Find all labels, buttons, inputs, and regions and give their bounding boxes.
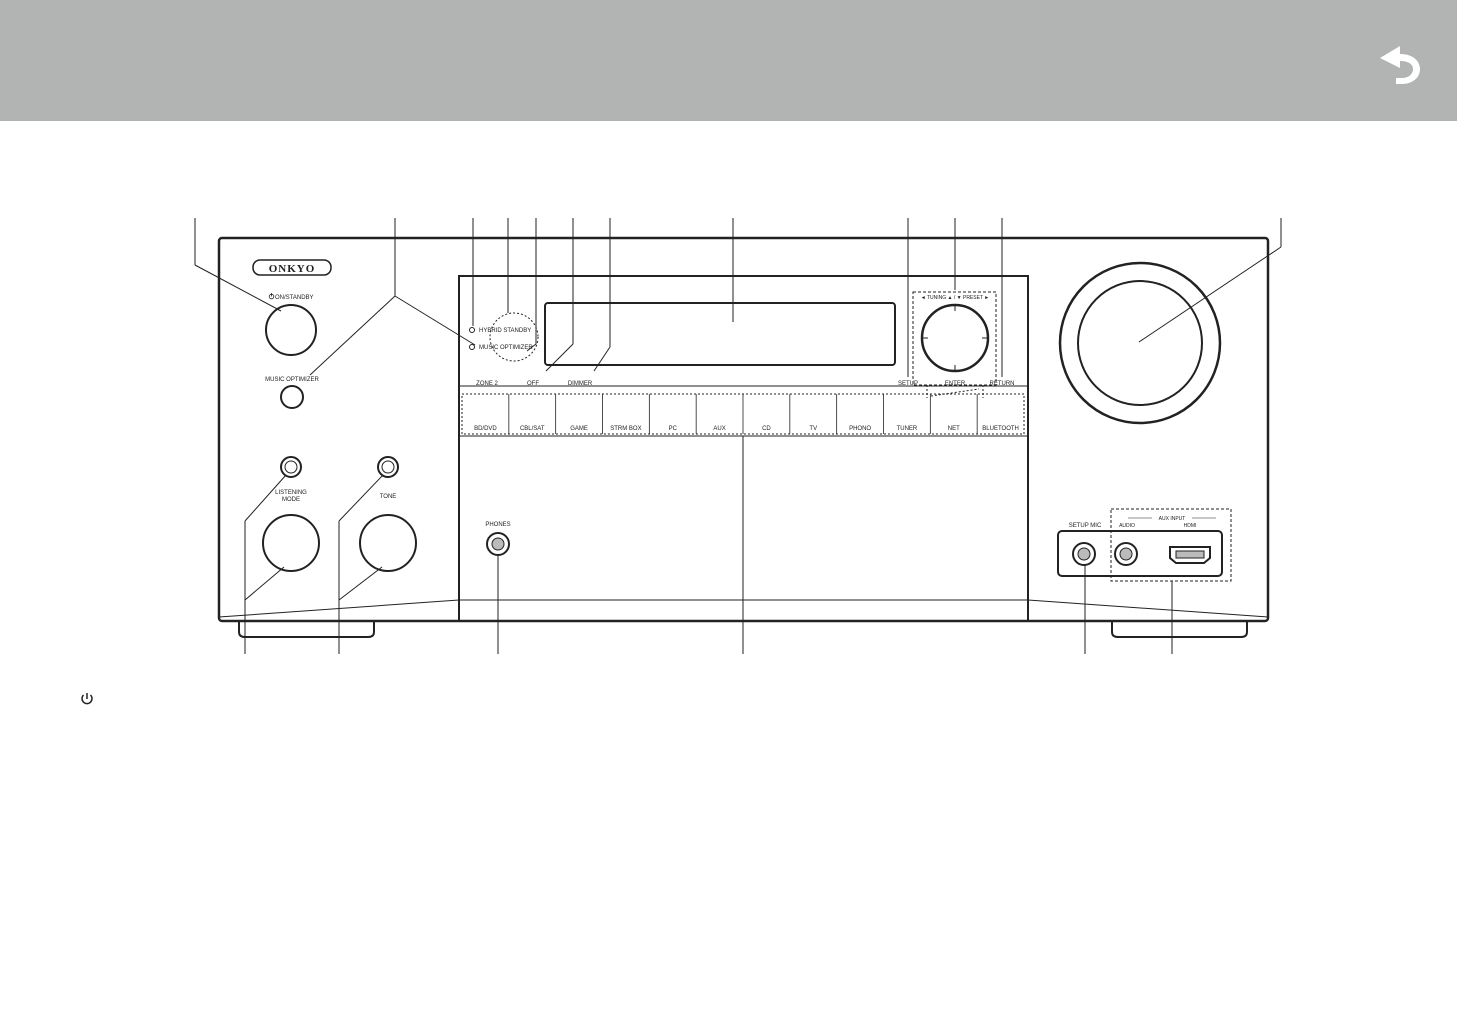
setup-mic-label: SETUP MIC [1069,523,1102,529]
left-foot [238,621,375,638]
phones-label: PHONES [485,522,510,528]
display-screen [544,302,896,366]
music-optimizer-indicator-label: MUSIC OPTIMIZER [479,345,533,351]
input-button-label: STRM BOX [610,426,641,432]
aux-audio-jack[interactable] [1114,542,1138,566]
enter-label: ENTER [945,381,966,387]
input-button-label: BLUETOOTH [982,426,1019,432]
master-volume-knob[interactable] [1058,261,1222,425]
input-button-label: TV [809,426,817,432]
hdmi-label: HDMI [1184,523,1197,529]
music-optimizer-label: MUSIC OPTIMIZER [265,377,319,383]
music-optimizer-indicator [469,344,475,350]
input-button-label: BD/DVD [474,426,497,432]
on-standby-label: ON/STANDBY [268,293,314,301]
input-button-label: AUX [713,426,725,432]
svg-text:ON/STANDBY: ON/STANDBY [275,295,314,301]
off-label: OFF [527,381,539,387]
setup-label: SETUP [898,381,918,387]
aux-hdmi-port[interactable] [1169,546,1211,564]
tuning-preset-dial[interactable] [920,303,990,373]
setup-mic-aux-panel [1057,530,1223,577]
return-arrow-icon[interactable] [1366,36,1426,86]
right-foot [1111,621,1248,638]
input-button-label: PC [669,426,678,432]
return-label: RETURN [990,381,1015,387]
tone-knob[interactable] [359,514,417,572]
listening-mode-label-1: LISTENING [275,490,307,496]
input-button-label: TUNER [897,426,918,432]
hybrid-standby-indicator [469,327,475,333]
zone2-label: ZONE 2 [476,381,498,387]
input-button-label: NET [948,426,960,432]
listening-mode-knob[interactable] [262,514,320,572]
audio-label: AUDIO [1119,523,1135,529]
input-button-label: GAME [570,426,588,432]
page-header [0,0,1457,121]
onkyo-logo: ONKYO [252,259,332,276]
power-icon [81,693,93,705]
hybrid-standby-label: HYBRID STANDBY [479,328,531,334]
listening-mode-label-2: MODE [282,497,300,503]
input-button-label: PHONO [849,426,871,432]
tuning-preset-label: ◄ TUNING ▲ / ▼ PRESET ► [921,295,990,301]
on-standby-button[interactable] [265,304,317,356]
tone-label: TONE [380,494,397,500]
setup-mic-jack[interactable] [1072,542,1096,566]
aux-input-label: AUX INPUT [1159,516,1186,522]
logo-text: ONKYO [269,263,316,275]
dimmer-label: DIMMER [568,381,593,387]
input-button-label: CBL/SAT [520,426,545,432]
tone-button[interactable] [377,456,399,478]
input-selector-buttons: BD/DVD CBL/SAT GAME STRM BOX PC AUX CD TV PHONO T… [474,394,1019,434]
music-optimizer-button[interactable] [280,385,304,409]
phones-jack[interactable] [486,532,510,556]
input-button-label: CD [762,426,771,432]
listening-mode-button[interactable] [280,456,302,478]
